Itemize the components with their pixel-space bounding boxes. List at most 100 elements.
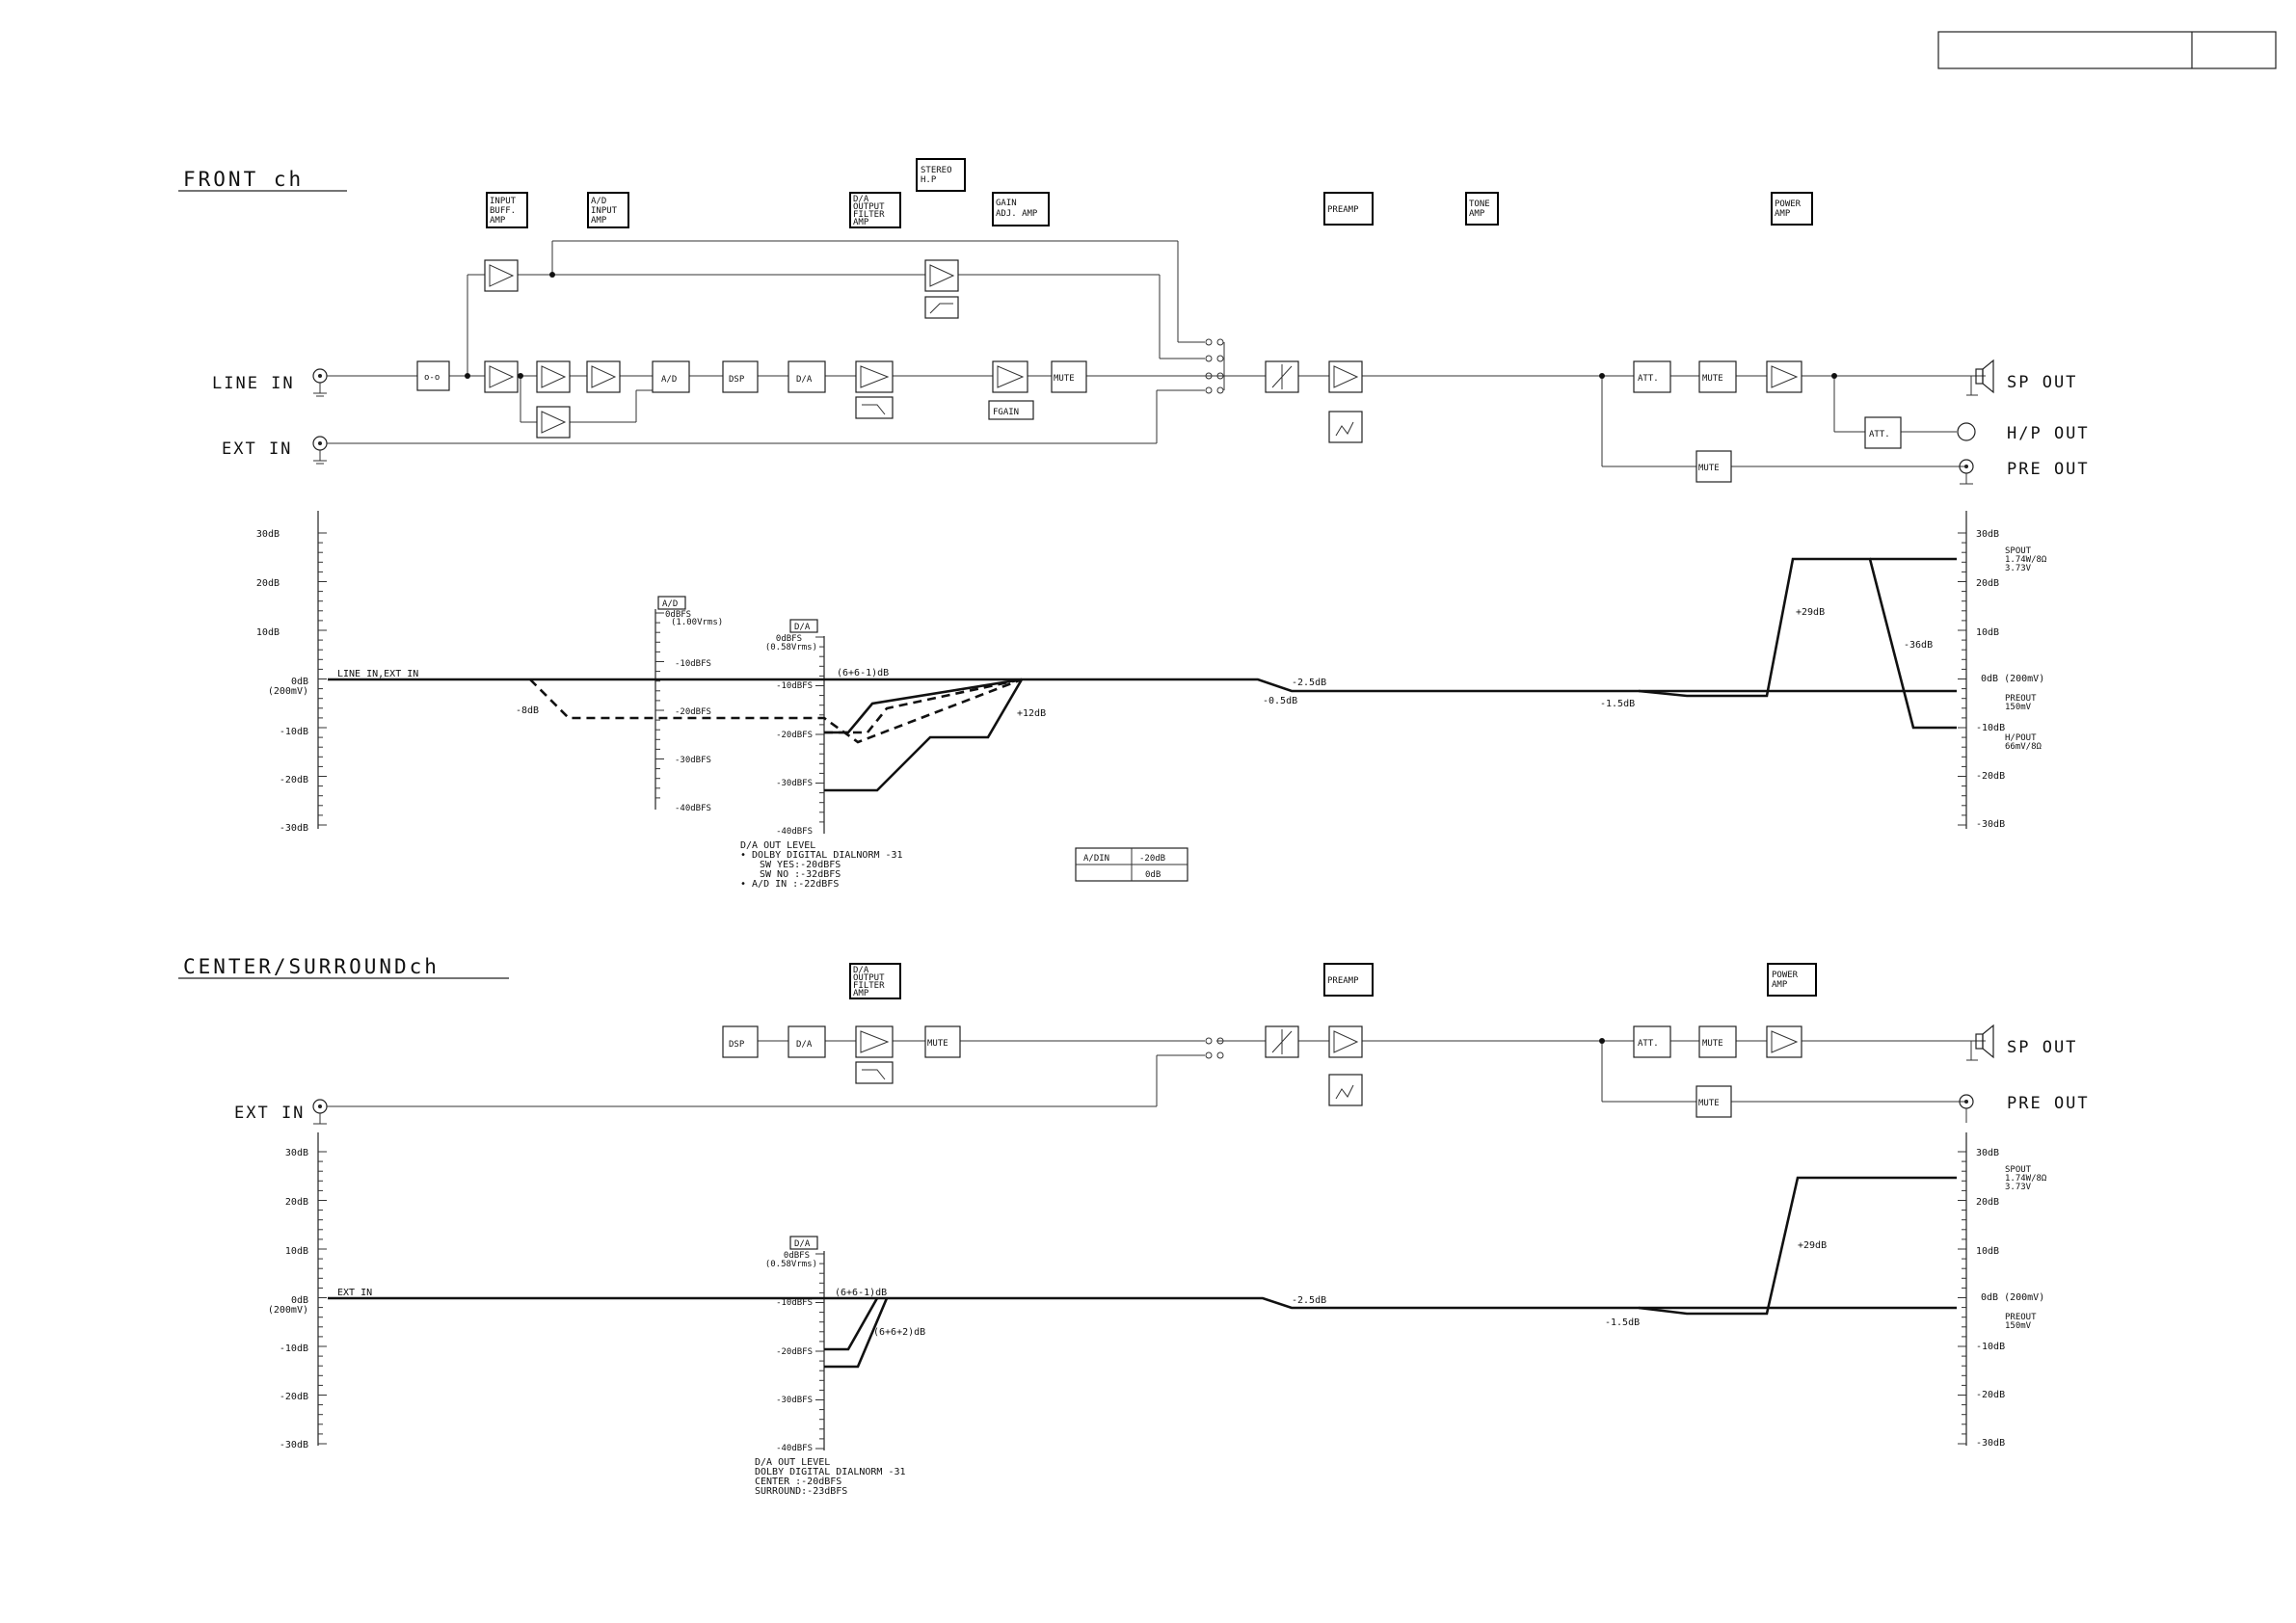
da-filter-amp (855, 360, 894, 419)
svg-text:AMP: AMP (853, 989, 869, 998)
center-mute-block-2: MUTE (1698, 1025, 1737, 1058)
front-left-axis: 30dB 20dB 10dB 0dB (200mV) -10dB -20dB -… (256, 511, 327, 834)
svg-text:-30dB: -30dB (280, 823, 308, 834)
svg-text:SW NO :-32dBFS: SW NO :-32dBFS (760, 869, 841, 880)
ad-block: A/D (652, 360, 690, 393)
center-power-amp (1766, 1025, 1802, 1058)
svg-text:D/A OUT LEVEL: D/A OUT LEVEL (740, 840, 815, 851)
annot-plus12: +12dB (1017, 708, 1046, 719)
annot-minus1-5: -1.5dB (1600, 699, 1635, 709)
svg-text:150mV: 150mV (2005, 1321, 2032, 1331)
center-left-axis: 30dB 20dB 10dB 0dB (200mV) -10dB -20dB -… (268, 1132, 327, 1450)
svg-text:-40dBFS: -40dBFS (776, 1444, 813, 1453)
center-ext-in-label: EXT IN (234, 1104, 305, 1123)
speaker-icon (1966, 359, 1994, 396)
svg-text:AMP: AMP (853, 218, 869, 227)
svg-text:0dBFS: 0dBFS (784, 1251, 810, 1261)
annot-formula: (6+6-1)dB (837, 668, 889, 678)
svg-text:(1.00Vrms): (1.00Vrms) (671, 618, 723, 627)
center-section: CENTER/SURROUNDch D/A OUTPUT FILTER AMP … (178, 955, 2088, 1497)
svg-text:D/A: D/A (853, 966, 869, 975)
svg-text:D/A: D/A (794, 1239, 811, 1249)
annot-line-ext: LINE IN,EXT IN (337, 669, 418, 679)
center-label-power: POWER AMP (1767, 963, 1817, 997)
svg-text:20dB: 20dB (256, 578, 280, 589)
center-sp-out-label: SP OUT (2007, 1038, 2077, 1057)
svg-text:-30dB: -30dB (1976, 819, 2005, 830)
sp-out-label: SP OUT (2007, 373, 2077, 392)
svg-text:MUTE: MUTE (927, 1039, 948, 1049)
svg-text:SURROUND:-23dBFS: SURROUND:-23dBFS (755, 1486, 847, 1497)
center-annot-formula2: (6+6+2)dB (873, 1327, 925, 1338)
svg-text:0dB: 0dB (291, 677, 308, 687)
svg-text:TONE: TONE (1469, 200, 1490, 209)
center-label-da-filter: D/A OUTPUT FILTER AMP (849, 963, 901, 999)
front-title: FRONT ch (183, 168, 304, 191)
svg-text:-20dB: -20dB (1976, 771, 2005, 782)
svg-text:-20dBFS: -20dBFS (776, 1347, 813, 1357)
svg-text:-40dBFS: -40dBFS (675, 804, 711, 813)
svg-text:• A/D IN :-22dBFS: • A/D IN :-22dBFS (740, 879, 839, 890)
front-signal-lines (327, 240, 1986, 467)
svg-text:-10dB: -10dB (280, 1344, 308, 1354)
svg-text:66mV/8Ω: 66mV/8Ω (2005, 742, 2042, 752)
center-da-filter-amp (855, 1025, 894, 1084)
front-ad-table: A/DIN -20dB 0dB (1075, 847, 1188, 882)
svg-text:MUTE: MUTE (1698, 464, 1720, 473)
svg-text:-10dB: -10dB (280, 727, 308, 737)
mute-block-1: MUTE (1051, 360, 1087, 393)
svg-text:ATT.: ATT. (1869, 430, 1890, 439)
svg-text:o-o: o-o (424, 373, 440, 383)
front-section: FRONT ch INPUT BUFF. AMP A/D INPUT AMP D… (178, 158, 2088, 890)
center-label-preamp: PREAMP (1323, 963, 1374, 997)
svg-text:AMP: AMP (591, 216, 607, 226)
svg-text:30dB: 30dB (256, 529, 280, 540)
ad-input-amp-3 (536, 406, 571, 439)
center-title: CENTER/SURROUNDch (183, 955, 440, 978)
label-preamp: PREAMP (1323, 192, 1374, 226)
buffer-amp-1 (484, 259, 519, 292)
svg-text:H.P: H.P (921, 175, 937, 185)
svg-text:30dB: 30dB (1976, 1148, 1999, 1158)
svg-text:-20dBFS: -20dBFS (776, 731, 813, 740)
svg-text:ATT.: ATT. (1638, 374, 1659, 384)
svg-text:SW YES:-20dBFS: SW YES:-20dBFS (760, 860, 841, 870)
svg-text:20dB: 20dB (1976, 578, 1999, 589)
att-block-2: ATT. (1864, 416, 1902, 449)
label-stereo-hp: STEREO H.P (916, 158, 966, 192)
svg-text:D/A OUT LEVEL: D/A OUT LEVEL (755, 1457, 830, 1468)
ext-in-label: EXT IN (222, 439, 292, 459)
svg-text:30dB: 30dB (285, 1148, 308, 1158)
front-level-lines (328, 557, 1957, 792)
svg-text:H/POUT: H/POUT (2005, 733, 2037, 743)
svg-text:-30dBFS: -30dBFS (776, 779, 813, 788)
svg-text:MUTE: MUTE (1054, 374, 1075, 384)
center-mute-block-3: MUTE (1695, 1085, 1732, 1118)
svg-text:A/DIN: A/DIN (1083, 854, 1109, 864)
svg-text:POWER: POWER (1775, 200, 1802, 209)
dsp-block: DSP (722, 360, 759, 393)
svg-text:-30dB: -30dB (1976, 1438, 2005, 1449)
svg-text:-20dB: -20dB (1976, 1390, 2005, 1400)
svg-text:0dB (200mV): 0dB (200mV) (1981, 674, 2044, 684)
svg-text:(0.58Vrms): (0.58Vrms) (765, 1260, 817, 1269)
center-signal-lines (327, 1037, 1986, 1107)
center-preamp-block (1328, 1025, 1363, 1106)
svg-text:BUFF.: BUFF. (490, 206, 516, 216)
ext-in-jack (312, 436, 328, 465)
svg-text:0dB: 0dB (1145, 870, 1161, 880)
svg-text:MUTE: MUTE (1698, 1099, 1720, 1108)
preamp-block (1328, 360, 1363, 443)
svg-text:A/D: A/D (591, 197, 606, 206)
center-att-block: ATT. (1633, 1025, 1671, 1058)
svg-text:D/A: D/A (796, 375, 813, 385)
annot-minus2-5: -2.5dB (1292, 678, 1326, 688)
mute-block-3: MUTE (1695, 450, 1732, 483)
svg-text:AMP: AMP (1772, 980, 1788, 990)
svg-text:OUTPUT: OUTPUT (853, 973, 885, 983)
center-notes: D/A OUT LEVEL DOLBY DIGITAL DIALNORM -31… (755, 1457, 906, 1497)
svg-text:0dB (200mV): 0dB (200mV) (1981, 1292, 2044, 1303)
svg-text:-10dB: -10dB (1976, 723, 2005, 733)
svg-text:DSP: DSP (729, 1040, 745, 1050)
svg-text:-10dBFS: -10dBFS (776, 1298, 813, 1308)
